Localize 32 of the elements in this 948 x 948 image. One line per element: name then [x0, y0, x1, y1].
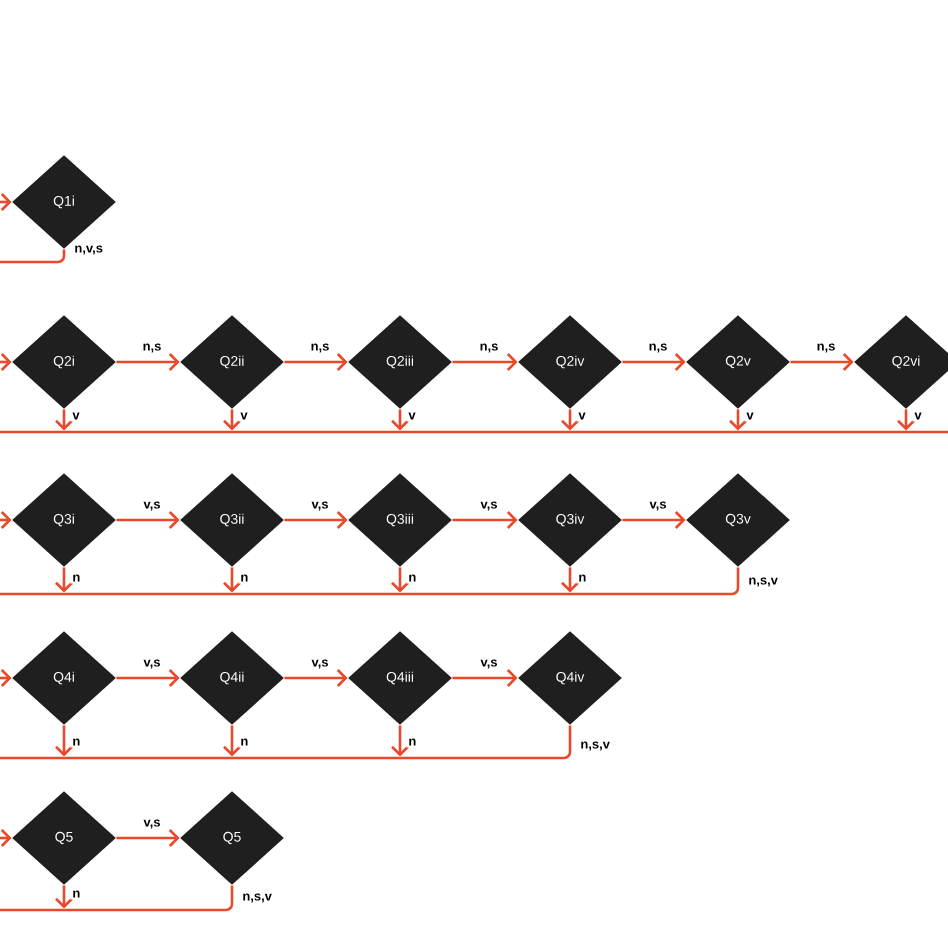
- arrow: [116, 353, 180, 371]
- arrow: [223, 409, 241, 431]
- arrow: [391, 725, 409, 757]
- arrow: [116, 829, 180, 847]
- arrow: [897, 409, 915, 431]
- arrow: [55, 885, 73, 909]
- arrow: [729, 409, 747, 431]
- arrow: [0, 669, 12, 687]
- arrow: [0, 353, 12, 371]
- arrow: [223, 567, 241, 593]
- arrow: [622, 511, 686, 529]
- arrow: [0, 193, 12, 211]
- arrow: [116, 669, 180, 687]
- arrow: [0, 511, 12, 529]
- arrow: [452, 353, 518, 371]
- arrow: [622, 353, 686, 371]
- arrow: [561, 409, 579, 431]
- arrow: [55, 725, 73, 757]
- arrow: [223, 725, 241, 757]
- arrow: [55, 567, 73, 593]
- arrow: [391, 567, 409, 593]
- arrow: [284, 353, 348, 371]
- arrow: [55, 409, 73, 431]
- arrow: [284, 669, 348, 687]
- arrow: [116, 511, 180, 529]
- arrow: [0, 829, 12, 847]
- arrow: [391, 409, 409, 431]
- arrow: [452, 669, 518, 687]
- arrow: [561, 567, 579, 593]
- arrow: [284, 511, 348, 529]
- arrow: [452, 511, 518, 529]
- arrow: [790, 353, 854, 371]
